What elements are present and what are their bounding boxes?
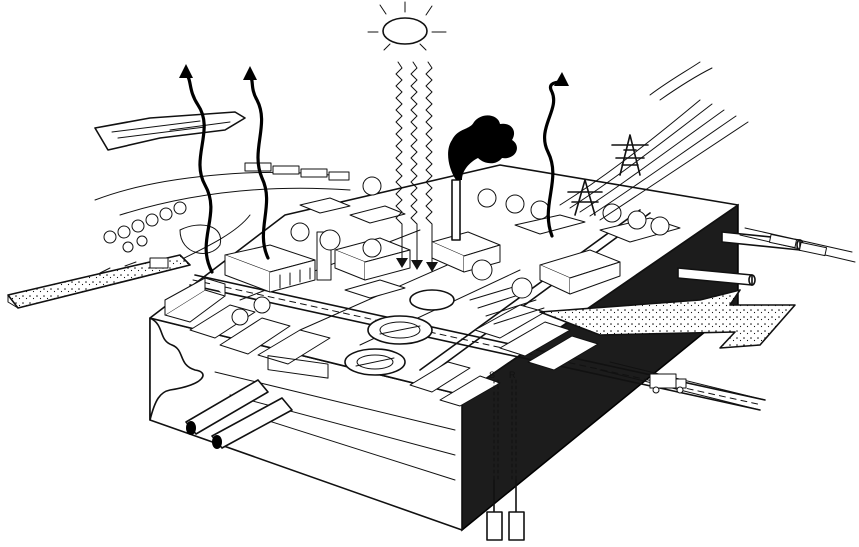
- tree-icon: [254, 297, 270, 313]
- tree-icon: [132, 220, 144, 232]
- tree-icon: [628, 211, 646, 229]
- tree-icon: [232, 309, 248, 325]
- tree-icon: [291, 223, 309, 241]
- arrow-icon: [179, 64, 193, 78]
- tree-icon: [118, 226, 130, 238]
- well-pump: [509, 512, 524, 540]
- tree-icon: [174, 202, 186, 214]
- horizon-line: [95, 172, 330, 200]
- tree-icon: [320, 230, 340, 250]
- tree-icon: [472, 260, 492, 280]
- arrow-icon: [243, 66, 257, 80]
- orchard: [104, 202, 221, 253]
- tree-icon: [603, 204, 621, 222]
- well-label-s: S: [489, 370, 495, 380]
- smokestack: [452, 180, 460, 240]
- tree-icon: [651, 217, 669, 235]
- tree-icon: [146, 214, 158, 226]
- pond: [180, 225, 221, 253]
- arrow-icon: [554, 72, 569, 86]
- left-road: [8, 255, 190, 308]
- sun-icon: [368, 2, 446, 50]
- tree-icon: [123, 242, 133, 252]
- tree-icon: [506, 195, 524, 213]
- well-pump: [487, 512, 502, 540]
- river-inlet: [95, 112, 245, 150]
- solar-radiation: [396, 62, 438, 272]
- well-label-r: R: [509, 370, 516, 380]
- truck-icon: [150, 258, 168, 268]
- tree-icon: [512, 278, 532, 298]
- tree-icon: [363, 239, 381, 257]
- tree-icon: [531, 201, 549, 219]
- tree-icon: [478, 189, 496, 207]
- tree-icon: [104, 231, 116, 243]
- tree-icon: [160, 208, 172, 220]
- tree-icon: [363, 177, 381, 195]
- tree-icon: [137, 236, 147, 246]
